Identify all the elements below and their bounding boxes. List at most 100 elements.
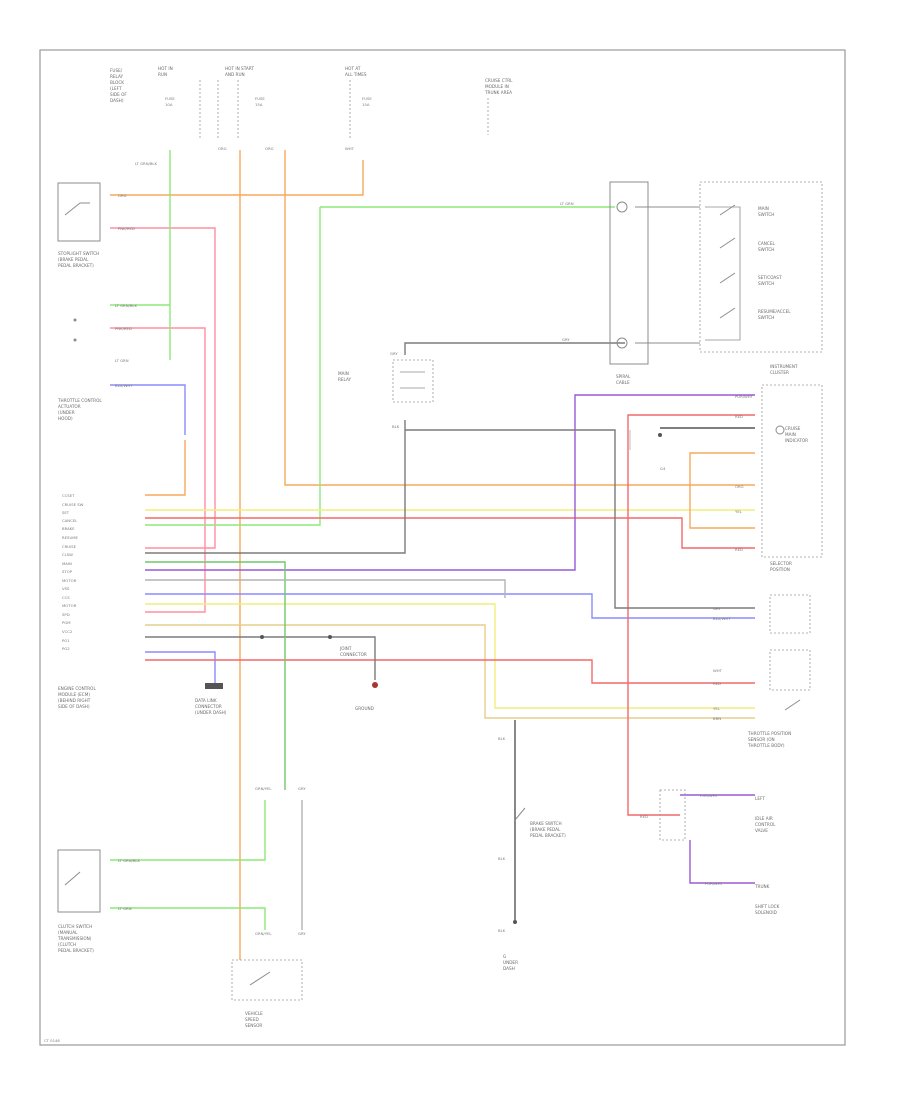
svg-text:PNK/RED: PNK/RED bbox=[118, 226, 135, 231]
svg-text:CLSW: CLSW bbox=[62, 552, 73, 557]
svg-text:RED: RED bbox=[735, 547, 743, 552]
wire-orange-ecm bbox=[145, 440, 186, 496]
fuse-block-label: FUSE/ bbox=[110, 68, 123, 73]
svg-text:WHT: WHT bbox=[345, 146, 355, 151]
svg-text:SPEED: SPEED bbox=[245, 1017, 259, 1022]
svg-text:VALVE: VALVE bbox=[755, 828, 768, 833]
svg-text:(UNDER: (UNDER bbox=[58, 410, 75, 415]
svg-text:GRY: GRY bbox=[298, 931, 306, 936]
wire-layer bbox=[110, 150, 755, 960]
svg-text:RELAY: RELAY bbox=[338, 377, 352, 382]
wire-green-cruise-down bbox=[145, 207, 321, 526]
wire-blue-throttle bbox=[110, 384, 186, 435]
svg-text:LT GRN/BLK: LT GRN/BLK bbox=[118, 858, 141, 863]
clutch-switch-label: CLUTCH SWITCH bbox=[58, 924, 92, 929]
svg-text:ACTUATOR: ACTUATOR bbox=[58, 404, 81, 409]
wire-yellow-2 bbox=[145, 603, 755, 709]
instrument-cluster: INSTRUMENT CLUSTER CRUISE MAIN INDICATOR… bbox=[658, 364, 823, 558]
svg-text:ALL TIMES: ALL TIMES bbox=[345, 72, 367, 77]
svg-text:DASH: DASH bbox=[503, 966, 515, 971]
svg-text:CONNECTOR: CONNECTOR bbox=[195, 704, 222, 709]
svg-text:(LEFT: (LEFT bbox=[110, 86, 122, 91]
svg-text:WHT: WHT bbox=[713, 668, 723, 673]
resume-accel-switch[interactable]: RESUME/ACCEL SWITCH bbox=[719, 307, 791, 320]
svg-text:YEL: YEL bbox=[735, 509, 743, 514]
svg-text:RED: RED bbox=[640, 814, 648, 819]
wire-blue-ecm bbox=[145, 593, 755, 619]
svg-text:PG1: PG1 bbox=[62, 638, 70, 643]
svg-text:BRAKE: BRAKE bbox=[62, 526, 75, 531]
svg-text:(MANUAL: (MANUAL bbox=[58, 930, 78, 935]
svg-text:HOOD): HOOD) bbox=[58, 416, 73, 421]
main-switch[interactable]: MAIN SWITCH bbox=[719, 204, 774, 217]
stoplight-switch: STOPLIGHT SWITCH (BRAKE PEDAL PEDAL BRAC… bbox=[57, 182, 135, 268]
wire-green-clutch1 bbox=[110, 800, 266, 861]
wire-pink-2 bbox=[110, 327, 206, 613]
svg-text:LT GRN: LT GRN bbox=[560, 201, 574, 206]
ecm-connector: CCSET CRUISE SW SET CANCEL BRAKE RESUME … bbox=[58, 493, 96, 709]
wire-red-vert bbox=[627, 414, 755, 816]
svg-text:STOP: STOP bbox=[62, 569, 73, 574]
svg-text:RED: RED bbox=[713, 681, 721, 686]
svg-text:RELAY: RELAY bbox=[110, 74, 124, 79]
svg-text:BLK: BLK bbox=[498, 856, 506, 861]
svg-text:BRN: BRN bbox=[713, 716, 721, 721]
wire-orange-feed bbox=[110, 160, 364, 196]
svg-text:GROUND: GROUND bbox=[355, 706, 374, 711]
hot-start-label: HOT IN START bbox=[225, 66, 254, 71]
svg-text:CABLE: CABLE bbox=[616, 380, 630, 385]
svg-text:VCC2: VCC2 bbox=[62, 629, 73, 634]
svg-text:(BRAKE PEDAL: (BRAKE PEDAL bbox=[58, 257, 89, 262]
svg-text:DATA LINK: DATA LINK bbox=[195, 698, 217, 703]
svg-text:MAIN: MAIN bbox=[62, 561, 72, 566]
set-coast-switch[interactable]: SET/COAST SWITCH bbox=[719, 272, 782, 286]
wire-tag-lgn: LT GRN/BLK bbox=[135, 161, 158, 166]
data-link-connector: DATA LINK CONNECTOR (UNDER DASH) bbox=[195, 683, 227, 715]
svg-text:MOTOR: MOTOR bbox=[62, 603, 77, 608]
svg-text:ORG: ORG bbox=[118, 193, 127, 198]
svg-text:SWITCH: SWITCH bbox=[758, 247, 774, 252]
wire-orange-inst bbox=[689, 452, 755, 529]
svg-text:AND RUN: AND RUN bbox=[225, 72, 245, 77]
wire-gray-2 bbox=[405, 429, 755, 609]
svg-text:LT GRN/BLK: LT GRN/BLK bbox=[115, 303, 138, 308]
wire-lightgray-1 bbox=[145, 579, 506, 598]
svg-text:GRY: GRY bbox=[713, 606, 721, 611]
cancel-switch[interactable]: CANCEL SWITCH bbox=[719, 237, 775, 252]
svg-text:PUR/WHT: PUR/WHT bbox=[705, 881, 724, 886]
svg-text:RESUME: RESUME bbox=[62, 535, 79, 540]
wire-green-clutch2 bbox=[110, 907, 266, 930]
svg-text:GRN/YEL: GRN/YEL bbox=[255, 931, 272, 936]
svg-text:SHIFT LOCK: SHIFT LOCK bbox=[755, 904, 780, 909]
ground-distribution-mid: GROUND JOINT CONNECTOR bbox=[260, 635, 378, 711]
svg-text:ORG: ORG bbox=[735, 484, 744, 489]
fuse-c-label: FUSE bbox=[362, 96, 372, 101]
svg-text:MAIN: MAIN bbox=[785, 432, 796, 437]
svg-text:BLK: BLK bbox=[498, 928, 506, 933]
svg-text:(UNDER DASH): (UNDER DASH) bbox=[195, 710, 227, 715]
diagram-frame bbox=[39, 49, 846, 1046]
throttle-control-label: THROTTLE CONTROL bbox=[57, 398, 102, 403]
svg-text:PUR/WHT: PUR/WHT bbox=[700, 793, 719, 798]
svg-text:BLU/WHT: BLU/WHT bbox=[115, 383, 133, 388]
svg-text:15A: 15A bbox=[255, 102, 263, 107]
svg-text:PEDAL BRACKET): PEDAL BRACKET) bbox=[58, 948, 94, 953]
svg-text:RUN: RUN bbox=[158, 72, 167, 77]
ecm-label: ENGINE CONTROL bbox=[58, 686, 96, 691]
cruise-note: CRUISE CTRL MODULE IN TRUNK AREA bbox=[484, 78, 513, 135]
svg-text:MOTOR: MOTOR bbox=[62, 578, 77, 583]
svg-text:SWITCH: SWITCH bbox=[758, 281, 774, 286]
svg-text:TRUNK AREA: TRUNK AREA bbox=[484, 90, 512, 95]
fuse-block: FUSE/ RELAY BLOCK (LEFT SIDE OF DASH) HO… bbox=[110, 66, 372, 166]
lower-right-components: LEFT IDLE AIR CONTROL VALVE TRUNK SHIFT … bbox=[640, 789, 780, 915]
instrument-cluster-label: INSTRUMENT bbox=[770, 364, 798, 369]
svg-text:BLK: BLK bbox=[498, 736, 506, 741]
stoplight-switch-label: STOPLIGHT SWITCH bbox=[58, 251, 99, 256]
hot-run-label: HOT IN bbox=[158, 66, 173, 71]
svg-text:GRY: GRY bbox=[390, 351, 398, 356]
clutch-switch: CLUTCH SWITCH (MANUAL TRANSMISSION) (CLU… bbox=[57, 849, 141, 953]
svg-text:JOINT: JOINT bbox=[339, 646, 352, 651]
vehicle-speed-sensor: VEHICLE SPEED SENSOR GRN/YEL GRY GRN/YEL… bbox=[231, 786, 306, 1028]
svg-text:G4: G4 bbox=[660, 466, 666, 471]
